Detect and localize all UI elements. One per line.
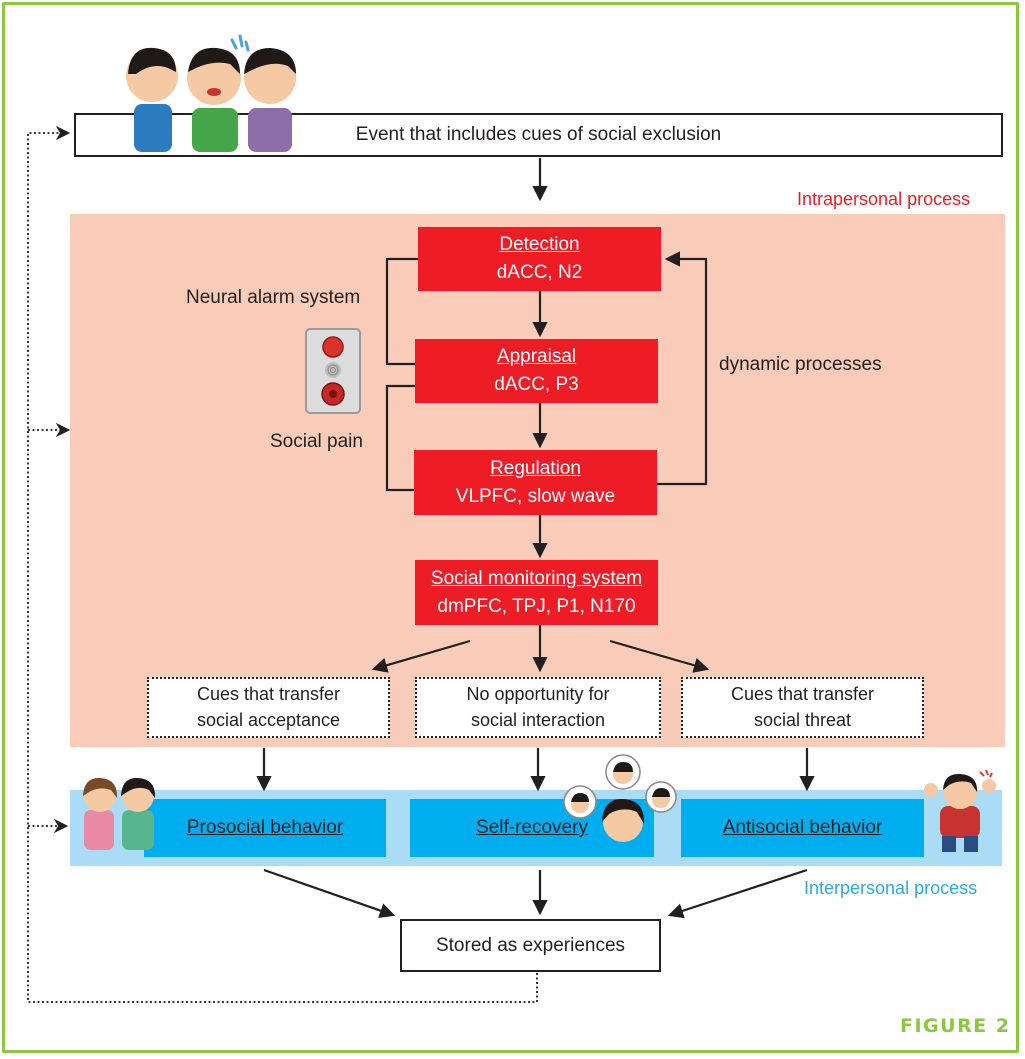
excluded-children-illustration	[126, 34, 296, 152]
prosocial-behavior-label: Prosocial behavior	[186, 817, 344, 838]
friendly-pair-illustration	[83, 777, 156, 850]
interpersonal-label: Interpersonal process	[804, 878, 978, 898]
cue-box-threat: Cues that transfer social threat	[681, 677, 924, 738]
cue-box-acceptance: Cues that transfer social acceptance	[147, 677, 390, 738]
detection-sub: dACC, N2	[496, 262, 583, 283]
social-monitoring-sub: dmPFC, TPJ, P1, N170	[437, 595, 636, 617]
appraisal-title: Appraisal	[496, 346, 577, 368]
cue-no-opportunity-line2: social interaction	[470, 709, 606, 730]
intrapersonal-label: Intrapersonal process	[797, 189, 971, 209]
social-monitoring-title: Social monitoring system	[430, 567, 643, 589]
dynamic-processes-label: dynamic processes	[719, 354, 882, 375]
prosocial-behavior-box: Prosocial behavior	[144, 799, 386, 857]
antisocial-behavior-box: Antisocial behavior	[681, 799, 924, 857]
social-monitoring-box: Social monitoring system dmPFC, TPJ, P1,…	[415, 560, 658, 625]
regulation-sub: VLPFC, slow wave	[455, 485, 616, 507]
self-recovery-child-illustration	[563, 754, 677, 842]
regulation-box: Regulation VLPFC, slow wave	[414, 450, 657, 515]
cue-box-no-opportunity: No opportunity for social interaction	[415, 677, 661, 738]
appraisal-box: Appraisal dACC, P3	[415, 339, 658, 403]
cue-acceptance-line2: social acceptance	[196, 709, 341, 730]
cue-acceptance-line1: Cues that transfer	[196, 684, 341, 705]
appraisal-sub: dACC, P3	[494, 374, 579, 395]
stored-experiences-box: Stored as experiences	[400, 919, 661, 972]
event-box: Event that includes cues of social exclu…	[74, 113, 1003, 157]
stored-experiences-text: Stored as experiences	[435, 934, 626, 956]
self-recovery-label: Self-recovery	[476, 817, 588, 838]
detection-box: Detection dACC, N2	[418, 227, 661, 291]
event-text: Event that includes cues of social exclu…	[355, 124, 722, 145]
angry-child-illustration	[924, 769, 996, 852]
antisocial-behavior-label: Antisocial behavior	[722, 817, 883, 838]
neural-alarm-label: Neural alarm system	[186, 287, 361, 308]
figure-label: FIGURE 2	[900, 1015, 1011, 1037]
regulation-title: Regulation	[490, 457, 581, 479]
detection-title: Detection	[499, 234, 580, 256]
social-pain-label: Social pain	[270, 431, 363, 452]
cue-threat-line1: Cues that transfer	[730, 684, 875, 705]
cue-threat-line2: social threat	[753, 709, 852, 730]
cue-no-opportunity-line1: No opportunity for	[466, 684, 610, 705]
alarm-button-icon	[305, 328, 361, 414]
